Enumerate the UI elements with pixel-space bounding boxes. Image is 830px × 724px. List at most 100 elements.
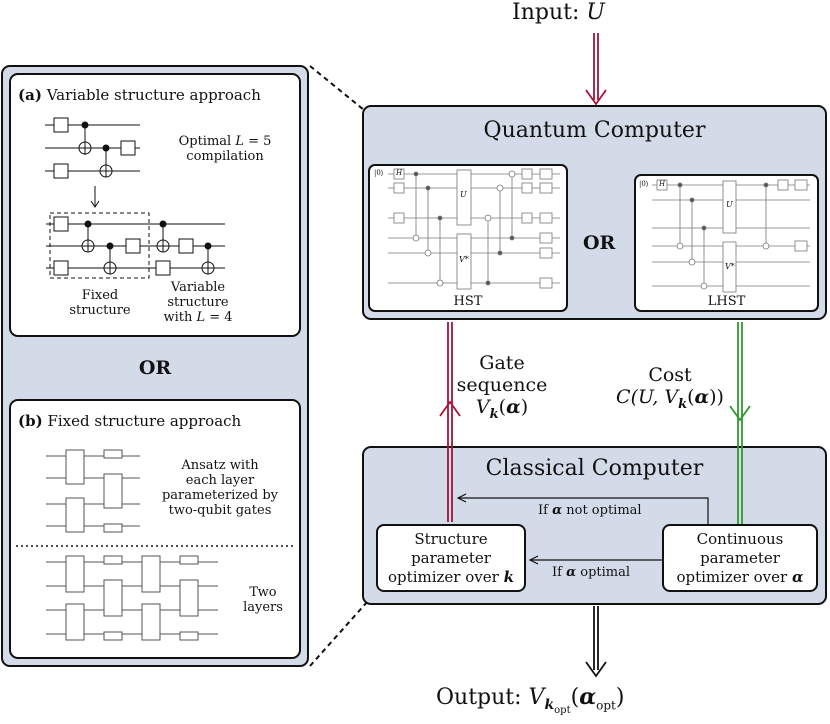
variable-structure-line2: structure bbox=[167, 295, 229, 310]
optimal-compilation-circuit bbox=[45, 117, 140, 179]
continuous-opt-line3: optimizer over bbox=[676, 567, 792, 586]
structure-optimizer-box: Structure parameter optimizer over k bbox=[376, 524, 526, 592]
fixed-structure-line2: structure bbox=[69, 303, 131, 318]
gate-sequence-var: V bbox=[475, 396, 490, 418]
gate-sequence-line1: Gate bbox=[479, 352, 525, 374]
variable-structure-line3-post: = 4 bbox=[205, 310, 233, 325]
optimal-note-eq: = 5 bbox=[243, 134, 272, 149]
ansatz-line-0: Ansatz with bbox=[181, 458, 259, 473]
two-layers-description: Two layers bbox=[228, 585, 298, 615]
variable-structure-tag: (a) bbox=[18, 86, 42, 104]
optimal-compilation-note: Optimal L = 5 compilation bbox=[160, 134, 290, 164]
compilation-down-arrow bbox=[90, 186, 100, 208]
gate-sequence-sub: k bbox=[489, 406, 499, 422]
fixed-structure-title-text: Fixed structure approach bbox=[47, 412, 242, 430]
optimal-feedback-arrow bbox=[528, 555, 662, 565]
optimal-note-line1: Optimal bbox=[178, 134, 236, 149]
quantum-computer-title: Quantum Computer bbox=[483, 118, 706, 143]
gate-sequence-line2: sequence bbox=[456, 374, 548, 396]
not-optimal-feedback-arrow bbox=[456, 493, 709, 530]
cost-line1: Cost bbox=[648, 364, 692, 386]
variable-structure-var: L bbox=[196, 310, 206, 325]
gate-sequence-label: Gate sequence Vk(α) bbox=[452, 352, 552, 426]
lhst-caption: LHST bbox=[707, 294, 746, 309]
structure-opt-var: k bbox=[503, 567, 514, 586]
input-label-var: U bbox=[586, 0, 605, 25]
output-label-subsub: opt bbox=[554, 705, 571, 717]
continuous-opt-line1: Continuous bbox=[696, 529, 784, 548]
lhst-circuit bbox=[652, 179, 810, 293]
input-label-text: Input: bbox=[512, 0, 587, 25]
ansatz-line-3: two-qubit gates bbox=[168, 503, 272, 518]
output-label-sub: k bbox=[544, 697, 555, 714]
lhst-u-label: U bbox=[726, 200, 733, 209]
gate-sequence-arg: α bbox=[506, 396, 521, 418]
lhst-v-label: V* bbox=[725, 262, 735, 271]
two-layers-line-0: Two bbox=[249, 585, 277, 600]
if-not-optimal-pre: If bbox=[538, 503, 553, 518]
optimal-note-var: L bbox=[235, 134, 244, 149]
fixed-structure-line1: Fixed bbox=[81, 288, 119, 303]
optimal-note-line2: compilation bbox=[186, 149, 264, 164]
fixed-structure-tag: (b) bbox=[18, 412, 43, 430]
cost-formula-post: ) bbox=[716, 386, 724, 408]
if-optimal-post: optimal bbox=[576, 565, 631, 580]
if-optimal-pre: If bbox=[552, 565, 567, 580]
output-arrow bbox=[585, 606, 607, 678]
ansatz-description: Ansatz with each layer parameterized by … bbox=[150, 458, 290, 518]
continuous-opt-var: α bbox=[791, 567, 804, 586]
hst-v-label: V* bbox=[459, 255, 469, 264]
variable-structure-box bbox=[9, 73, 301, 337]
if-optimal-var: α bbox=[566, 565, 577, 580]
ansatz-two-layer-circuit bbox=[46, 555, 218, 641]
output-label-text: Output: bbox=[436, 685, 529, 710]
ansatz-line-2: parameterized by bbox=[161, 488, 278, 503]
variable-structure-title-text: Variable structure approach bbox=[46, 86, 261, 104]
output-label-argsub: opt bbox=[596, 698, 616, 713]
cost-arg: α bbox=[694, 386, 710, 408]
left-panel-or-text: OR bbox=[138, 357, 172, 379]
ansatz-one-layer-circuit bbox=[46, 449, 140, 533]
fixed-structure-label: Fixed structure bbox=[55, 288, 145, 318]
two-layers-line-1: layers bbox=[243, 600, 283, 615]
cost-formula-pre: C(U, V bbox=[616, 386, 679, 408]
variable-structure-title: (a) Variable structure approach bbox=[18, 86, 261, 104]
if-optimal-label: If α optimal bbox=[552, 565, 630, 580]
input-label: Input: U bbox=[512, 0, 605, 26]
fixed-plus-variable-circuit bbox=[46, 212, 225, 279]
lhst-ket-zero: |0⟩ bbox=[639, 180, 649, 188]
hst-ket-zero: |0⟩ bbox=[374, 169, 384, 177]
lhst-h-gate-label: H bbox=[659, 180, 666, 188]
zoom-line-top bbox=[309, 65, 365, 111]
continuous-opt-line2: parameter bbox=[700, 548, 780, 567]
cost-sub: k bbox=[678, 396, 688, 412]
classical-computer-title: Classical Computer bbox=[485, 456, 704, 481]
continuous-optimizer-box: Continuous parameter optimizer over α bbox=[662, 524, 818, 592]
structure-opt-line3: optimizer over bbox=[388, 567, 504, 586]
output-label-arg: α bbox=[579, 684, 597, 710]
output-label-var: V bbox=[528, 685, 545, 710]
output-label: Output: Vkopt(αopt) bbox=[436, 684, 625, 717]
gate-sequence-arrow bbox=[439, 322, 461, 522]
structure-opt-line2: parameter bbox=[411, 548, 491, 567]
cost-arrow bbox=[729, 322, 751, 528]
zoom-line-bottom bbox=[309, 591, 377, 667]
if-not-optimal-label: If α not optimal bbox=[538, 503, 642, 518]
variable-structure-line3-pre: with bbox=[163, 310, 197, 325]
input-arrow bbox=[585, 33, 607, 106]
variable-structure-label: Variable structure with L = 4 bbox=[148, 280, 248, 325]
cost-label: Cost C(U, Vk(α)) bbox=[600, 364, 740, 416]
if-not-optimal-post: not optimal bbox=[562, 503, 642, 518]
hst-caption: HST bbox=[453, 294, 483, 309]
hst-circuit bbox=[388, 168, 560, 290]
variable-structure-line1: Variable bbox=[170, 280, 226, 295]
if-not-optimal-var: α bbox=[552, 503, 563, 518]
quantum-or-text: OR bbox=[583, 232, 616, 254]
fixed-structure-title: (b) Fixed structure approach bbox=[18, 412, 241, 430]
ansatz-line-1: each layer bbox=[185, 473, 255, 488]
structure-opt-line1: Structure bbox=[414, 529, 488, 548]
hst-h-gate-label: H bbox=[396, 169, 403, 177]
hst-u-label: U bbox=[460, 190, 467, 199]
